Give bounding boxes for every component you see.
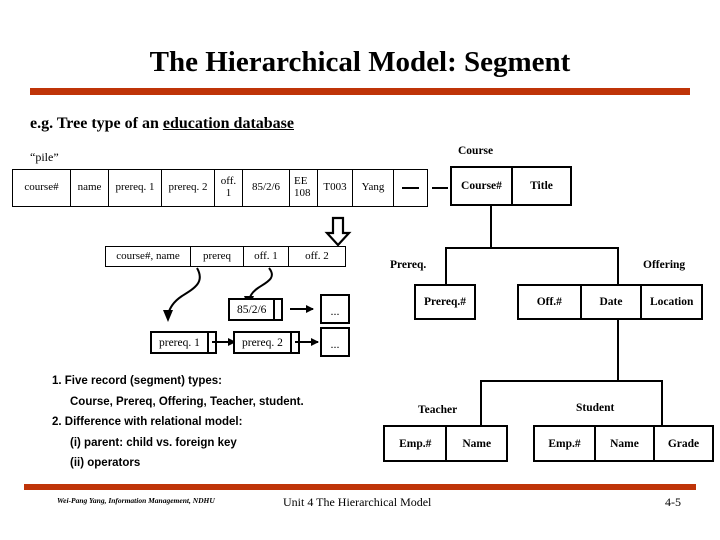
title-divider-rule xyxy=(30,88,690,95)
pile-cell-off-1: off. 1 xyxy=(214,170,242,206)
course-stem xyxy=(490,206,493,248)
clustered-cell-off-2: off. 2 xyxy=(288,247,346,266)
prereq-stem xyxy=(445,247,448,286)
offering-stem-down xyxy=(617,320,620,382)
pile-cell-location-line1: EE xyxy=(294,175,308,188)
continuation-dash-icon xyxy=(402,187,419,189)
bullet-list: 1. Five record (segment) types: Course, … xyxy=(52,375,412,479)
subtitle: e.g. Tree type of an education database xyxy=(30,115,294,133)
course-entity-box: Course# Title xyxy=(450,166,572,206)
prereq-field-prereq-number: Prereq.# xyxy=(423,296,467,308)
list-node-offering-date-value: 85/2/6 xyxy=(237,303,267,316)
pile-cell-date: 85/2/6 xyxy=(242,170,289,206)
list-node-prereq-2: prereq. 2 xyxy=(233,331,300,354)
student-field-grade: Grade xyxy=(653,427,712,460)
curved-arrow-off1 xyxy=(248,267,273,301)
list-node-offering-date-pointer xyxy=(273,300,281,319)
teacher-entity-label: Teacher xyxy=(418,404,458,416)
bullet-item-1: 1. Five record (segment) types: xyxy=(52,375,222,387)
curved-arrow-prereq xyxy=(167,267,201,315)
pile-cell-location: EE 108 xyxy=(289,170,317,206)
list-node-prereq-1-pointer xyxy=(206,333,215,352)
pile-cell-prereq-2: prereq. 2 xyxy=(161,170,214,206)
pile-cell-course-number: course# xyxy=(12,170,70,206)
subtitle-prefix: e.g. Tree type of an xyxy=(30,115,163,132)
course-field-course-number: Course# xyxy=(461,180,502,192)
clustered-cell-off-1: off. 1 xyxy=(243,247,288,266)
list-node-prereq-ellipsis: ... xyxy=(320,327,350,357)
bullet-item-2-sub-i: (i) parent: child vs. foreign key xyxy=(70,436,237,449)
teacher-stem xyxy=(480,380,483,425)
student-entity-box: Emp.# Name Grade xyxy=(533,425,714,462)
pile-cell-emp-number: T003 xyxy=(317,170,352,206)
down-arrow-icon xyxy=(324,216,352,247)
page-title: The Hierarchical Model: Segment xyxy=(149,46,571,78)
list-node-prereq-1-value: prereq. 1 xyxy=(159,336,200,349)
pile-to-course-connector xyxy=(432,187,448,189)
footer-author: Wei-Pang Yang, Information Management, N… xyxy=(57,496,215,505)
offering-entity-label: Offering xyxy=(643,259,686,271)
prereq-entity-label: Prereq. xyxy=(390,259,427,271)
list-node-prereq-2-pointer xyxy=(289,333,298,352)
footer-page-number: 4-5 xyxy=(665,495,681,509)
student-field-name: Name xyxy=(594,427,653,460)
pile-record-table: course# name prereq. 1 prereq. 2 off. 1 … xyxy=(12,169,428,207)
pile-cell-teacher-name: Yang xyxy=(352,170,393,206)
student-stem xyxy=(661,380,664,425)
offering-entity-box: Off.# Date Location xyxy=(517,284,703,320)
pile-cell-name: name xyxy=(70,170,108,206)
list-node-offering-date: 85/2/6 xyxy=(228,298,284,321)
footer-divider-rule xyxy=(24,484,696,490)
arrow-prereq2-to-dots xyxy=(295,337,319,346)
offering-field-date: Date xyxy=(579,286,641,318)
offering-field-location: Location xyxy=(640,286,701,318)
bullet-item-2: 2. Difference with relational model: xyxy=(52,416,243,428)
prereq-entity-box: Prereq.# xyxy=(414,284,476,320)
course-children-bar xyxy=(445,247,619,250)
list-node-prereq-1: prereq. 1 xyxy=(150,331,217,354)
pile-cell-continuation xyxy=(393,170,428,206)
offering-stem xyxy=(617,247,620,286)
curved-arrow-prereq-head xyxy=(163,310,173,322)
teacher-field-emp-number: Emp.# xyxy=(399,437,432,450)
subtitle-underlined: education database xyxy=(162,115,294,132)
student-entity-label: Student xyxy=(576,402,615,414)
bullet-item-1-detail: Course, Prereq, Offering, Teacher, stude… xyxy=(70,395,304,408)
list-node-prereq-2-value: prereq. 2 xyxy=(242,336,283,349)
offering-children-bar xyxy=(480,380,663,383)
pile-cell-prereq-1: prereq. 1 xyxy=(108,170,161,206)
list-node-offering-ellipsis: ... xyxy=(320,294,350,324)
teacher-field-name: Name xyxy=(445,427,506,460)
offering-field-off-number: Off.# xyxy=(536,296,562,308)
teacher-entity-box: Emp.# Name xyxy=(383,425,508,462)
clustered-record-table: course#, name prereq off. 1 off. 2 xyxy=(105,246,346,267)
clustered-cell-course-name: course#, name xyxy=(105,247,190,266)
clustered-cell-prereq: prereq xyxy=(190,247,243,266)
pile-label: “pile” xyxy=(30,150,59,164)
bullet-item-2-sub-ii: (ii) operators xyxy=(70,457,141,469)
pile-cell-location-line2: 108 xyxy=(294,187,311,199)
arrow-offering-to-dots xyxy=(290,304,314,313)
footer-unit-title: Unit 4 The Hierarchical Model xyxy=(283,495,432,509)
course-entity-label: Course xyxy=(458,145,494,157)
course-field-title: Title xyxy=(510,168,570,204)
arrow-prereq1-to-prereq2 xyxy=(212,337,236,346)
student-field-emp-number: Emp.# xyxy=(548,437,581,450)
